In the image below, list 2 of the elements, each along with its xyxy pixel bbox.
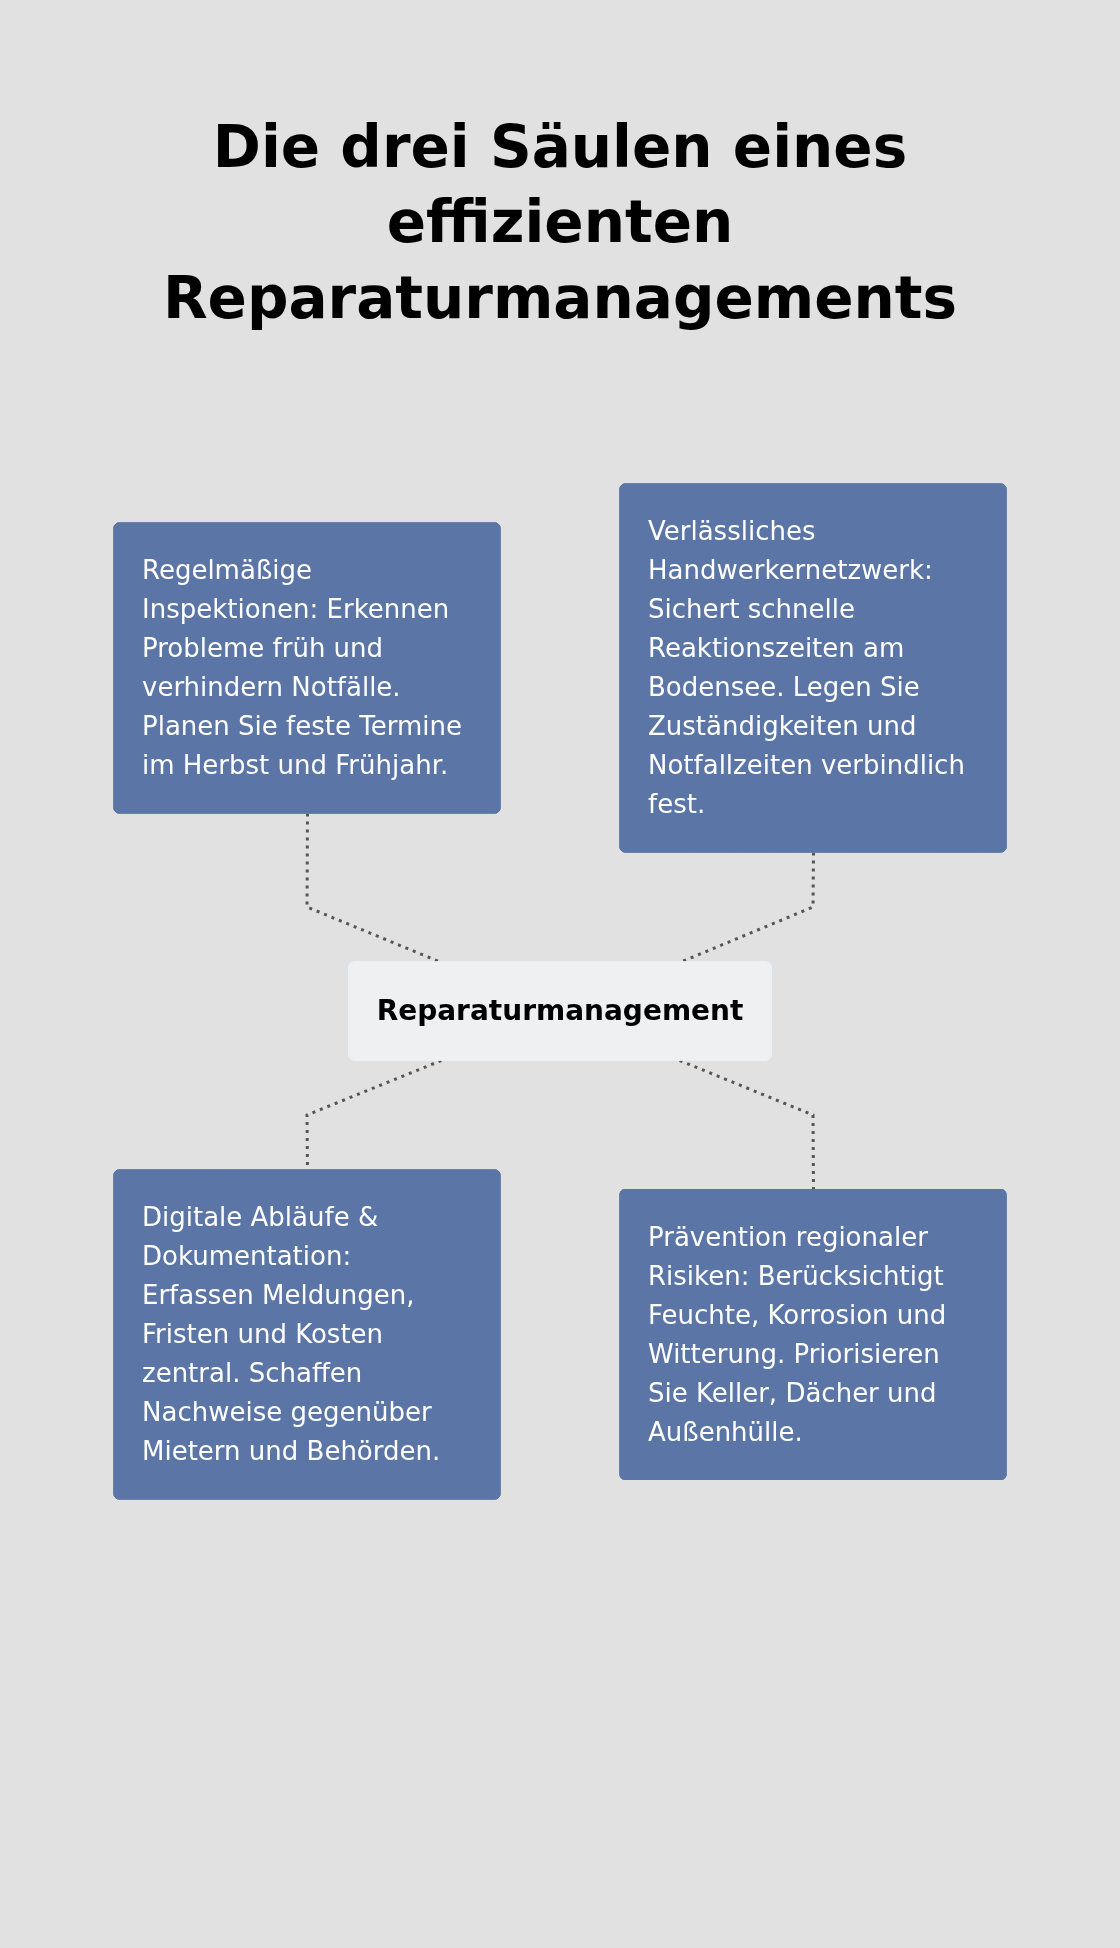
connector <box>679 1059 815 1191</box>
title: Die drei Säulen eines effizienten Reparaturmanagements <box>161 112 959 334</box>
